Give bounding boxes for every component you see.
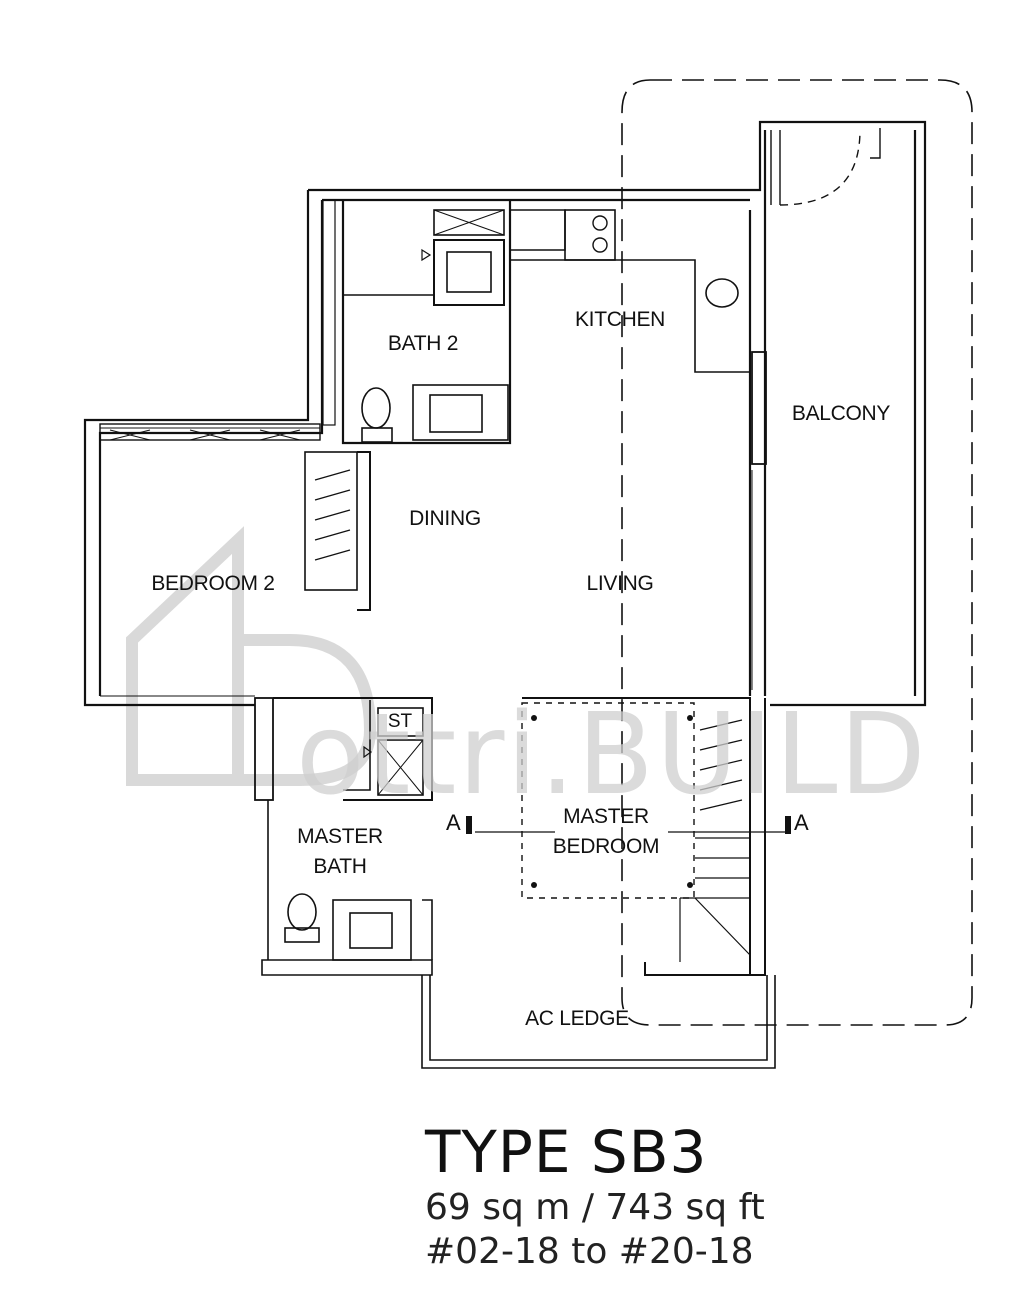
unit-type-title: TYPE SB3 — [425, 1118, 708, 1186]
dashed-outline — [621, 79, 973, 1026]
room-label-bath-2: BATH 2 — [387, 332, 459, 355]
room-label-master-bedroom: MASTER BEDROOM — [552, 805, 660, 858]
room-label-bedroom-2: BEDROOM 2 — [151, 572, 275, 595]
room-label-ac-ledge: AC LEDGE — [525, 1007, 629, 1030]
section-marker-left: A — [446, 810, 461, 835]
room-label-store: ST — [387, 711, 413, 732]
outer-walls — [83, 120, 927, 707]
room-label-master-bath: MASTER BATH — [297, 825, 383, 878]
room-label-dining: DINING — [409, 507, 481, 530]
room-label-living: LIVING — [586, 572, 654, 595]
room-label-balcony: BALCONY — [791, 402, 891, 425]
watermark-text: ottri.BUILD — [296, 690, 928, 820]
section-marker-right: A — [794, 810, 809, 835]
room-label-kitchen: KITCHEN — [574, 308, 666, 331]
unit-numbers: #02-18 to #20-18 — [425, 1231, 754, 1272]
unit-area: 69 sq m / 743 sq ft — [425, 1187, 765, 1228]
